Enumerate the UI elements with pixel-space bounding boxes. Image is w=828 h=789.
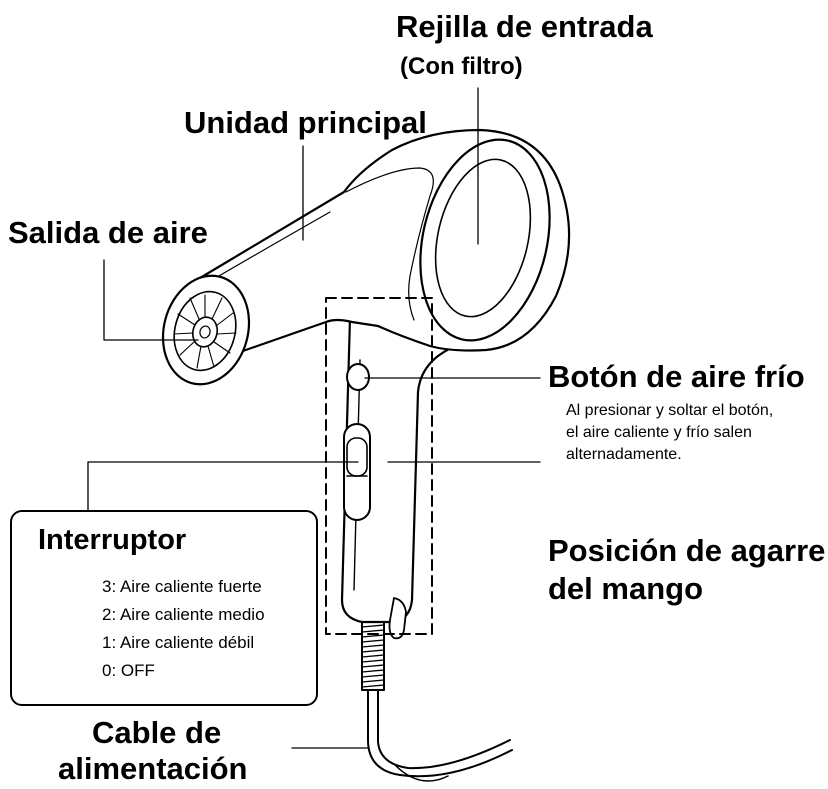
switch-on-handle (343, 423, 371, 521)
cool-air-button-label: Botón de aire frío (548, 359, 805, 394)
intake-grille-label: Rejilla de entrada (396, 9, 653, 44)
leader-lines (87, 87, 541, 749)
cool-air-button-icon (346, 363, 370, 391)
power-cable-label-line-2: alimentación (58, 751, 248, 786)
body (198, 128, 571, 359)
switch-inset: Interruptor 3: Aire caliente fuerte 2: A… (10, 510, 318, 706)
switch-position-3: 3: Aire caliente fuerte (102, 577, 262, 596)
power-cable (361, 617, 513, 782)
air-outlet-label: Salida de aire (8, 215, 208, 250)
grip-area-box (325, 297, 433, 635)
switch-position-0: 0: OFF (102, 661, 155, 680)
main-unit-label: Unidad principal (184, 105, 427, 140)
air-outlet-nozzle (161, 274, 251, 386)
switch-position-2: 2: Aire caliente medio (102, 605, 265, 624)
switch-inset-title: Interruptor (38, 524, 187, 556)
handle-grip-label-line-1: Posición de agarre (548, 533, 826, 568)
power-cable-label-line-1: Cable de (92, 715, 222, 750)
handle-grip-label-line-2: del mango (548, 571, 704, 606)
switch-position-1: 1: Aire caliente débil (102, 633, 255, 652)
cool-air-desc-line-3: alternadamente. (566, 446, 682, 463)
cool-air-desc-line-1: Al presionar y soltar el botón, (566, 402, 774, 419)
cool-air-button-description: Al presionar y soltar el botón, el aire … (566, 400, 773, 466)
intake-grille-note: (Con filtro) (400, 53, 523, 80)
cool-air-desc-line-2: el aire caliente y frío salen (566, 424, 752, 441)
